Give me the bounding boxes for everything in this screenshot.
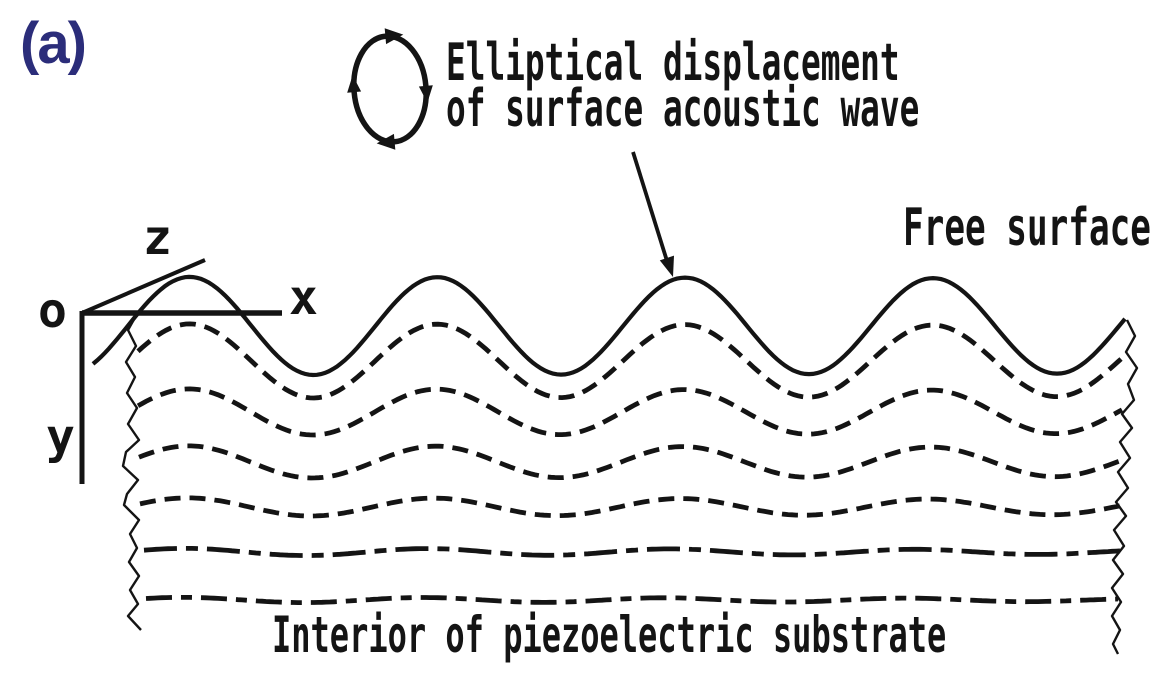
annotation-line-2: of surface acoustic wave	[446, 79, 920, 139]
subsurface-wave-1	[136, 321, 1124, 401]
z-axis-label: z	[143, 210, 172, 266]
deep-layer-line-1	[143, 546, 1121, 558]
annotation-arrowhead	[659, 255, 674, 277]
motion-ellipse	[351, 33, 429, 145]
panel-label: (a)	[20, 11, 87, 76]
elliptical-motion-icon	[347, 28, 433, 150]
origin-label: o	[38, 283, 67, 339]
motion-arrowhead-left	[347, 75, 362, 93]
subsurface-wave-2	[136, 386, 1124, 438]
y-axis-label: y	[46, 409, 75, 465]
torn-left-edge	[121, 313, 142, 631]
annotation-arrow-shaft	[631, 151, 669, 262]
annotation-arrow	[631, 151, 674, 277]
subsurface-wave-4	[139, 495, 1121, 519]
subsurface-wave-3	[138, 443, 1120, 481]
free-surface-wave	[91, 274, 1127, 378]
substrate-caption: Interior of piezoelectric substrate	[272, 606, 947, 664]
elliptical-displacement-annotation: Elliptical displacement of surface acous…	[446, 33, 920, 139]
free-surface-label: Free surface	[903, 198, 1151, 258]
deep-layer-line-2	[145, 595, 1119, 605]
torn-right-edge	[1110, 319, 1139, 655]
z-axis-line	[81, 258, 206, 315]
motion-arrowhead-bottom	[376, 133, 396, 150]
motion-arrowhead-right	[418, 85, 433, 103]
motion-arrowhead-top	[384, 28, 404, 45]
x-axis-label: x	[289, 270, 318, 326]
wavefront-layers	[91, 274, 1139, 655]
annotation-line-1: Elliptical displacement	[446, 33, 900, 93]
coordinate-axes	[79, 258, 282, 484]
